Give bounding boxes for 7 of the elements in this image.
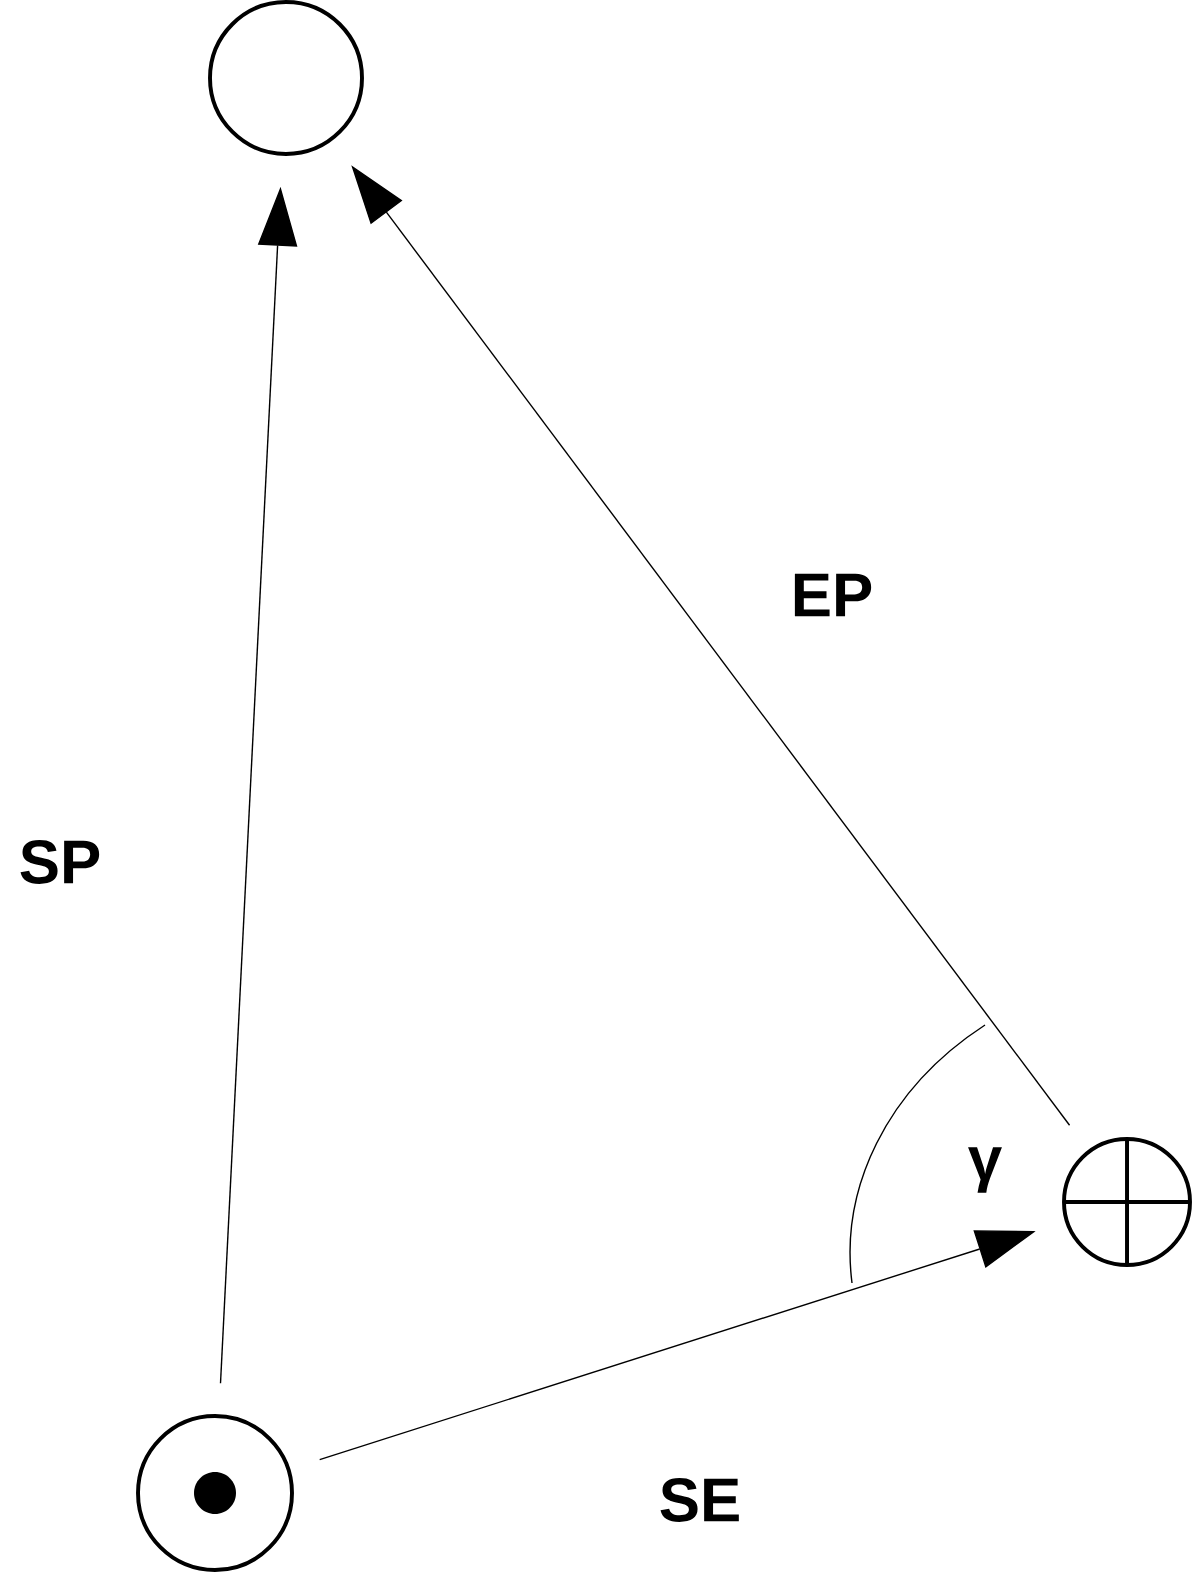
planet-circle — [208, 0, 364, 156]
sun-symbol — [136, 1414, 294, 1572]
angle-label: γ — [968, 1147, 1002, 1193]
earth-symbol — [1062, 1137, 1192, 1267]
edge-label: SE — [660, 1478, 739, 1522]
edge-label: SP — [20, 840, 100, 884]
edge-label: EP — [794, 573, 872, 617]
